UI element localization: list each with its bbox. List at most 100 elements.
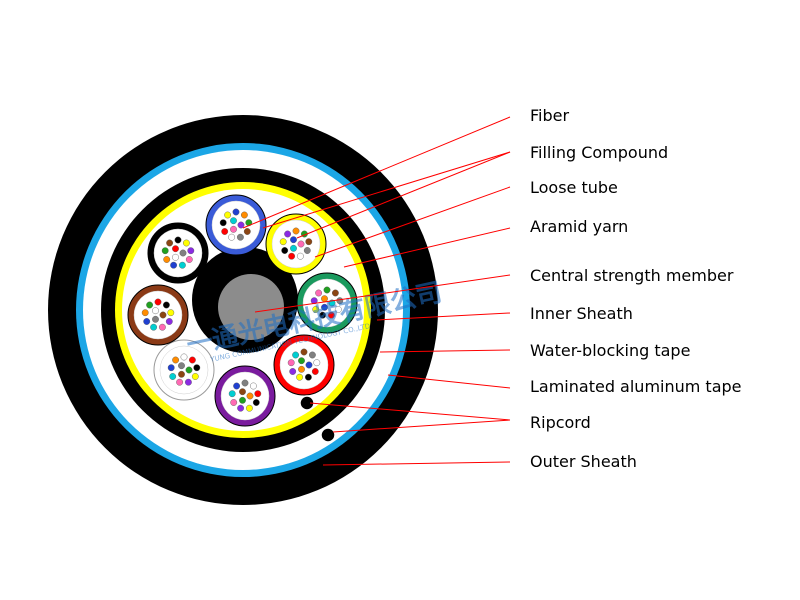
fiber	[323, 286, 331, 294]
leader-line-aramid-yarn	[343, 227, 511, 268]
fiber	[185, 366, 193, 374]
fiber	[243, 228, 251, 235]
fiber	[178, 261, 186, 269]
fiber	[188, 356, 196, 364]
filling-compound	[153, 228, 203, 278]
fiber	[161, 247, 169, 255]
loose-tubes	[127, 194, 358, 427]
fiber	[287, 359, 295, 367]
fiber	[185, 256, 193, 263]
fiber	[279, 238, 287, 246]
fiber	[176, 378, 184, 386]
fiber	[162, 301, 170, 309]
filling-compound	[302, 278, 352, 328]
filling-compound	[159, 345, 209, 395]
fiber	[184, 378, 192, 386]
fiber	[152, 315, 159, 323]
fiber	[296, 252, 304, 260]
fiber	[334, 306, 342, 313]
leader-line-filling-compound-1	[262, 151, 511, 229]
fiber	[321, 303, 328, 311]
fiber	[327, 311, 335, 319]
filling-compound	[279, 340, 329, 390]
fiber	[150, 323, 158, 331]
leader-line-fiber	[242, 116, 511, 229]
leader-line-loose-tube	[314, 186, 511, 258]
leader-lines	[242, 116, 511, 466]
fiber	[288, 252, 295, 260]
fiber	[154, 298, 162, 306]
fiber	[165, 318, 173, 325]
fiber	[172, 245, 179, 253]
fiber	[296, 373, 303, 381]
leader-line-inner-sheath	[376, 312, 511, 321]
fiber	[245, 404, 253, 412]
fiber	[152, 307, 159, 315]
fiber	[172, 253, 179, 261]
labels: Fiber Filling Compound Loose tube Aramid…	[530, 106, 742, 471]
fiber	[232, 208, 240, 216]
fiber	[331, 289, 339, 297]
fiber	[305, 238, 313, 246]
filling-compound	[133, 290, 183, 340]
fiber	[143, 318, 151, 325]
fiber	[228, 390, 236, 398]
fiber	[230, 217, 237, 225]
fiber	[240, 211, 248, 219]
label-laminated-aluminum-tape: Laminated aluminum tape	[530, 377, 742, 396]
fiber	[249, 382, 257, 390]
label-loose-tube: Loose tube	[530, 178, 618, 197]
fiber	[170, 261, 178, 269]
fiber	[298, 357, 305, 365]
fiber	[305, 361, 313, 369]
label-filling-compound: Filling Compound	[530, 143, 668, 162]
label-inner-sheath: Inner Sheath	[530, 304, 633, 323]
leader-line-ripcord-2	[332, 419, 511, 433]
fiber	[178, 362, 185, 370]
fiber	[239, 396, 246, 404]
fiber	[237, 221, 245, 229]
filling-compound	[271, 219, 321, 269]
fiber	[179, 249, 187, 257]
fiber	[290, 244, 297, 252]
fiber	[167, 364, 175, 372]
fiber	[166, 239, 174, 247]
fiber	[193, 364, 201, 372]
fiber	[187, 247, 195, 255]
fiber	[159, 311, 167, 319]
label-ripcord: Ripcord	[530, 413, 591, 432]
fiber	[315, 289, 322, 297]
fiber	[241, 379, 249, 387]
fiber	[289, 368, 297, 375]
fiber	[221, 228, 229, 235]
label-central-strength-member: Central strength member	[530, 266, 734, 285]
fiber	[180, 353, 188, 361]
fiber	[230, 399, 238, 406]
leader-line-filling-compound-2	[296, 151, 511, 239]
leader-line-central-strength-member	[254, 274, 511, 313]
fiber	[312, 306, 320, 313]
leader-line-ripcord-1	[309, 402, 511, 421]
fiber	[233, 382, 241, 390]
label-aramid-yarn: Aramid yarn	[530, 217, 628, 236]
fiber	[178, 370, 185, 378]
fiber	[224, 211, 232, 219]
fiber	[228, 233, 236, 241]
leader-line-laminated-aluminum-tape	[387, 374, 511, 389]
fiber	[174, 236, 182, 244]
ripcord-outer	[320, 427, 336, 443]
fiber	[141, 309, 149, 317]
fiber	[300, 348, 308, 356]
cable-cross-section	[48, 115, 438, 505]
fiber	[219, 219, 227, 227]
fiber	[237, 404, 245, 412]
leader-line-water-blocking-tape	[379, 349, 511, 353]
fiber	[246, 392, 254, 400]
fiber	[252, 399, 260, 406]
fiber	[236, 233, 244, 241]
fiber	[172, 356, 180, 364]
fiber	[146, 301, 154, 309]
fiber	[191, 373, 199, 380]
fiber	[284, 230, 291, 238]
